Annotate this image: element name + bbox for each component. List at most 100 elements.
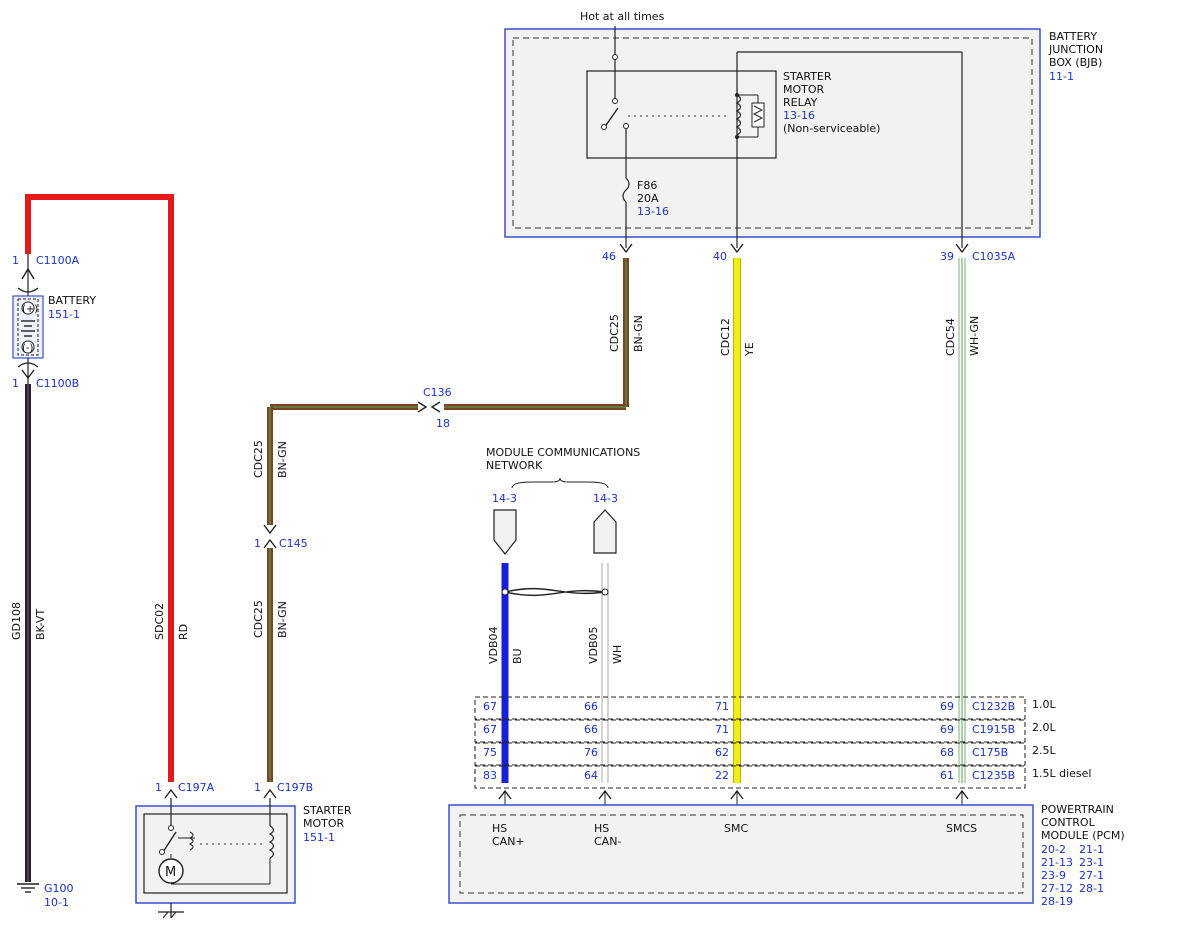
relay-ref: 13-16	[783, 109, 815, 122]
bjb-name-line-3: BOX (BJB)	[1049, 56, 1102, 69]
fuse-rating: 20A	[637, 192, 659, 205]
pcm-ref-4a: 27-12	[1041, 882, 1073, 895]
relay-coil	[735, 94, 742, 136]
row1-pin-wh: 66	[584, 700, 598, 713]
wire-label-cdc54: CDC54	[944, 318, 957, 356]
relay-switch-arm	[603, 107, 619, 129]
row4-pin-bu: 83	[483, 769, 497, 782]
wire-cdc25-bjb	[444, 258, 629, 410]
row3-pin-whgn: 68	[940, 746, 954, 759]
wire-label-vdb04: VDB04	[487, 626, 500, 664]
relay-name-line-2: MOTOR	[783, 83, 825, 96]
row2-pin-ye: 71	[715, 723, 729, 736]
motor-symbol	[158, 858, 184, 884]
relay-resistor	[751, 102, 765, 128]
wire-color-wh: WH	[611, 645, 624, 664]
battery-bottom-pin: 1	[12, 377, 19, 390]
c145-id: C145	[279, 537, 308, 550]
wire-color-bn-gn-b: BN-GN	[276, 441, 289, 478]
starter-conn-b-id: C197B	[277, 781, 313, 794]
module-comm-network: MODULE COMMUNICATIONS NETWORK 14-3 14-3	[486, 446, 640, 555]
fuse-f86-symbol	[622, 177, 630, 203]
c136-id: C136	[423, 386, 452, 399]
network-title-line-1: MODULE COMMUNICATIONS	[486, 446, 640, 459]
starter-name-line-1: STARTER	[303, 804, 352, 817]
network-ref-left: 14-3	[492, 492, 517, 505]
bjb-ref: 11-1	[1049, 70, 1074, 83]
wire-color-rd: RD	[177, 624, 190, 640]
relay-name-line-1: STARTER	[783, 70, 832, 83]
battery-name: BATTERY	[48, 294, 96, 307]
pcm-name-line-3: MODULE (PCM)	[1041, 829, 1125, 842]
battery-component: 1 C1100A (+) (-) BATTERY 151-1 1 C1100B	[12, 254, 96, 390]
wire-color-bk-vt: BK-VT	[34, 609, 47, 640]
wire-label-cdc25-c: CDC25	[252, 600, 265, 638]
wire-label-sdc02: SDC02	[153, 603, 166, 640]
wire-sdc02-red	[25, 194, 174, 782]
wire-label-cdc25-b: CDC25	[252, 440, 265, 478]
c145-pin: 1	[254, 537, 261, 550]
row1-engine: 1.0L	[1032, 698, 1056, 711]
wire-cdc25-mid	[267, 404, 418, 525]
motor-m-label: M	[165, 865, 176, 880]
battery-plus: (+)	[22, 304, 38, 315]
pcm-name-line-1: POWERTRAIN	[1041, 803, 1114, 816]
bjb-name-line-2: JUNCTION	[1048, 43, 1103, 56]
row3-engine: 2.5L	[1032, 744, 1056, 757]
pcm-ref-4b: 28-1	[1079, 882, 1104, 895]
wire-label-vdb05: VDB05	[587, 626, 600, 664]
bjb-pin-46: 46	[602, 250, 616, 263]
starter-name-line-2: MOTOR	[303, 817, 345, 830]
row4-pin-wh: 64	[584, 769, 598, 782]
network-ref-right: 14-3	[593, 492, 618, 505]
pcm-ref-1a: 20-2	[1041, 843, 1066, 856]
battery-ref: 151-1	[48, 308, 80, 321]
starter-ref: 151-1	[303, 831, 335, 844]
row2-pin-bu: 67	[483, 723, 497, 736]
pcm-ref-1b: 21-1	[1079, 843, 1104, 856]
row4-pin-whgn: 61	[940, 769, 954, 782]
pcm-pin-label-4: SMCS	[946, 822, 977, 835]
pcm-name-line-2: CONTROL	[1041, 816, 1096, 829]
ground-g100: G100 10-1	[17, 882, 74, 909]
row3-pin-ye: 62	[715, 746, 729, 759]
row1-pin-whgn: 69	[940, 700, 954, 713]
row3-pin-wh: 76	[584, 746, 598, 759]
battery-top-pin: 1	[12, 254, 19, 267]
wire-color-wh-gn: WH-GN	[968, 316, 981, 356]
pcm-ref-2b: 23-1	[1079, 856, 1104, 869]
pcm-ref-3a: 23-9	[1041, 869, 1066, 882]
wire-label-cdc25-a: CDC25	[608, 314, 621, 352]
row1-connector: C1232B	[972, 700, 1015, 713]
pcm-pin-label-3: SMC	[724, 822, 748, 835]
row2-pin-wh: 66	[584, 723, 598, 736]
connector-c136: C136 18	[417, 386, 452, 430]
network-arrow-up	[593, 509, 617, 554]
row1-pin-ye: 71	[715, 700, 729, 713]
starter-conn-b-pin: 1	[254, 781, 261, 794]
hot-at-all-times-label: Hot at all times	[580, 10, 665, 23]
pcm-pin-label-2a: HS	[594, 822, 609, 835]
wire-color-bn-gn-a: BN-GN	[632, 315, 645, 352]
battery-bottom-connector: C1100B	[36, 377, 79, 390]
relay-note: (Non-serviceable)	[783, 122, 880, 135]
fuse-id: F86	[637, 179, 657, 192]
pcm-ref-2a: 21-13	[1041, 856, 1073, 869]
twisted-pair-symbol	[504, 587, 606, 597]
row3-pin-bu: 75	[483, 746, 497, 759]
ground-ref: 10-1	[44, 896, 69, 909]
pcm-module: HS CAN+ HS CAN- SMC SMCS POWERTRAIN CONT…	[448, 803, 1125, 908]
bjb-pin-40: 40	[713, 250, 727, 263]
connector-c145: 1 C145	[254, 524, 308, 550]
fuse-ref: 13-16	[637, 205, 669, 218]
splice-dot	[612, 54, 618, 60]
row2-pin-whgn: 69	[940, 723, 954, 736]
pcm-pin-label-1a: HS	[492, 822, 507, 835]
row2-connector: C1915B	[972, 723, 1015, 736]
wire-label-gd108: GD108	[10, 602, 23, 640]
row4-pin-ye: 22	[715, 769, 729, 782]
bjb-name-line-1: BATTERY	[1049, 30, 1097, 43]
pcm-ref-3b: 27-1	[1079, 869, 1104, 882]
pcm-pin-label-1b: CAN+	[492, 835, 525, 848]
